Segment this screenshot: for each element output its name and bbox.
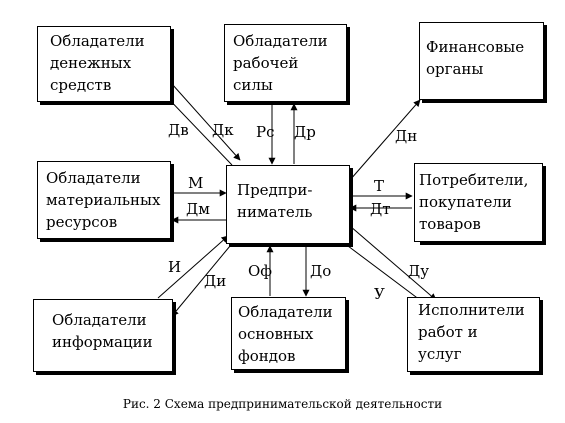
box-shadow [173,302,176,375]
box-shadow [544,25,547,103]
box-text-line: Обладатели [46,169,141,187]
box-shadow [422,100,547,103]
flow-label-dn: Дн [395,127,418,145]
box-shadow [40,239,174,242]
box-shadow [36,372,176,375]
box-shadow [234,370,349,373]
box-text-line: силы [233,76,273,94]
box-text-line: материальных [46,191,161,209]
box-shadow [543,166,546,245]
arrow-dv [171,83,241,161]
arrow-di [171,245,231,317]
flow-label-dt: Дт [370,200,391,218]
box-shadow [171,164,174,242]
flow-label-m: М [188,174,204,192]
box-text-line: Предпри- [237,181,313,199]
flow-label-dk: Дк [212,121,234,139]
flow-label-du: Ду [408,262,430,280]
box-text-line: денежных [50,54,132,72]
box-shadow [347,27,350,105]
flow-label-t: Т [374,177,385,195]
box-shadow [350,168,353,247]
finance-bodies-box: Финансовые органы [419,22,544,100]
box-text-line: ресурсов [46,213,118,231]
box-shadow [420,242,546,245]
box-shadow [229,244,353,247]
flow-label-of: Оф [248,262,273,280]
box-text-line: услуг [418,345,462,363]
box-shadow [171,29,174,105]
money-holders-box: Обладатели денежных средств [37,26,171,102]
box-shadow [40,102,174,105]
flow-label-u: У [374,285,385,303]
box-shadow [346,300,349,373]
flow-label-di: Ди [204,272,227,290]
flow-label-i: И [168,258,182,276]
box-text-line: Обладатели [238,303,333,321]
box-text-line: покупатели [419,193,512,211]
flow-label-dm: Дм [186,200,210,218]
box-text-line: ниматель [237,203,313,221]
box-text-line: Исполнители [418,301,525,319]
arrow-i [157,235,229,299]
flow-label-do: До [310,262,332,280]
box-text-line: рабочей [233,54,299,72]
material-holders-box: Обладатели материальных ресурсов [37,161,171,239]
box-text-line: товаров [419,215,481,233]
flow-label-dv: Дв [168,121,189,139]
box-text-line: работ и [418,323,478,341]
entrepreneur-box: Предпри- ниматель [226,165,350,244]
box-shadow [227,102,350,105]
box-text-line: Финансовые [426,38,525,56]
box-text-line: фондов [238,347,296,365]
labor-holders-box: Обладатели рабочей силы [224,24,347,102]
box-text-line: органы [426,60,484,78]
box-text-line: Потребители, [419,171,529,189]
box-shadow [410,372,543,375]
figure-caption: Рис. 2 Схема предпринимательской деятель… [122,397,443,411]
box-text-line: информации [52,333,153,351]
consumers-box: Потребители, покупатели товаров [414,163,543,242]
box-text-line: средств [50,76,112,94]
box-shadow [540,300,543,375]
contractors-box: Исполнители работ и услуг [407,297,540,372]
flow-label-rs: Рс [256,123,275,141]
box-text-line: Обладатели [50,32,145,50]
flow-label-dr: Др [294,123,316,141]
fixed-assets-holders-box: Обладатели основных фондов [231,297,346,370]
box-text-line: Обладатели [233,32,328,50]
box-text-line: основных [238,325,314,343]
box-text-line: Обладатели [52,311,147,329]
arrow-u [339,239,429,307]
arrow-du [349,225,437,301]
information-holders-box: Обладатели информации [33,299,173,372]
arrow-dn [349,99,421,181]
